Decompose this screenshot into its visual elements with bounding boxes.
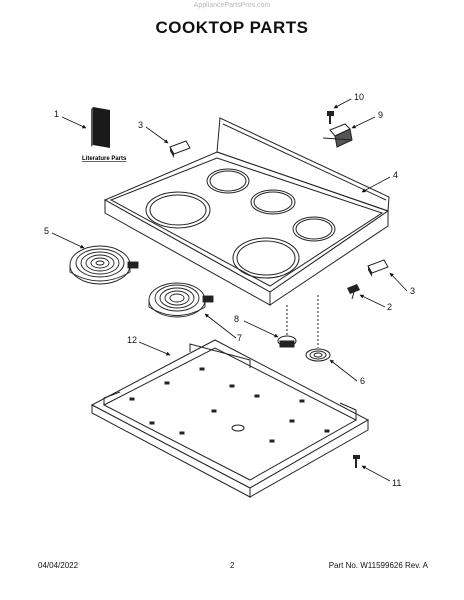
literature-parts-label: Literature Parts bbox=[82, 156, 127, 162]
leader-lines bbox=[51, 98, 408, 482]
callout-3-left: 3 bbox=[138, 120, 143, 130]
glass-clip-right[interactable] bbox=[367, 259, 389, 277]
cooktop-glass[interactable] bbox=[103, 117, 390, 306]
coil-element-large[interactable] bbox=[69, 245, 139, 285]
callout-5: 5 bbox=[44, 226, 49, 236]
callout-3-right: 3 bbox=[410, 286, 415, 296]
watermark: AppliancePartsPros.com bbox=[193, 2, 271, 9]
literature-booklet[interactable] bbox=[91, 107, 110, 148]
callout-10: 10 bbox=[354, 92, 364, 102]
mounting-bracket[interactable] bbox=[322, 123, 353, 148]
footer-part-number: Part No. W11599626 Rev. A bbox=[328, 561, 428, 570]
glass-clip-left[interactable] bbox=[169, 140, 191, 158]
callout-12: 12 bbox=[127, 335, 137, 345]
callout-9: 9 bbox=[378, 110, 383, 120]
footer-date: 04/04/2022 bbox=[38, 561, 79, 570]
callout-1: 1 bbox=[54, 109, 59, 119]
footer-page-number: 2 bbox=[230, 561, 235, 570]
mounting-bolt[interactable] bbox=[353, 455, 360, 468]
callout-6: 6 bbox=[360, 376, 365, 386]
drip-bowl[interactable] bbox=[305, 295, 331, 362]
terminal-block[interactable] bbox=[347, 284, 360, 300]
callout-numbers: 1 3 10 9 4 5 3 2 8 7 12 6 11 bbox=[44, 92, 415, 488]
callout-8: 8 bbox=[234, 314, 239, 324]
callout-4: 4 bbox=[393, 170, 398, 180]
screw-part[interactable] bbox=[327, 111, 334, 124]
page-title: COOKTOP PARTS bbox=[155, 18, 309, 37]
callout-11: 11 bbox=[392, 478, 401, 488]
coil-element-small[interactable] bbox=[148, 282, 214, 318]
burner-box[interactable] bbox=[90, 339, 370, 498]
callout-7: 7 bbox=[237, 333, 242, 343]
element-receptacle[interactable] bbox=[277, 305, 297, 348]
callout-2: 2 bbox=[387, 302, 392, 312]
